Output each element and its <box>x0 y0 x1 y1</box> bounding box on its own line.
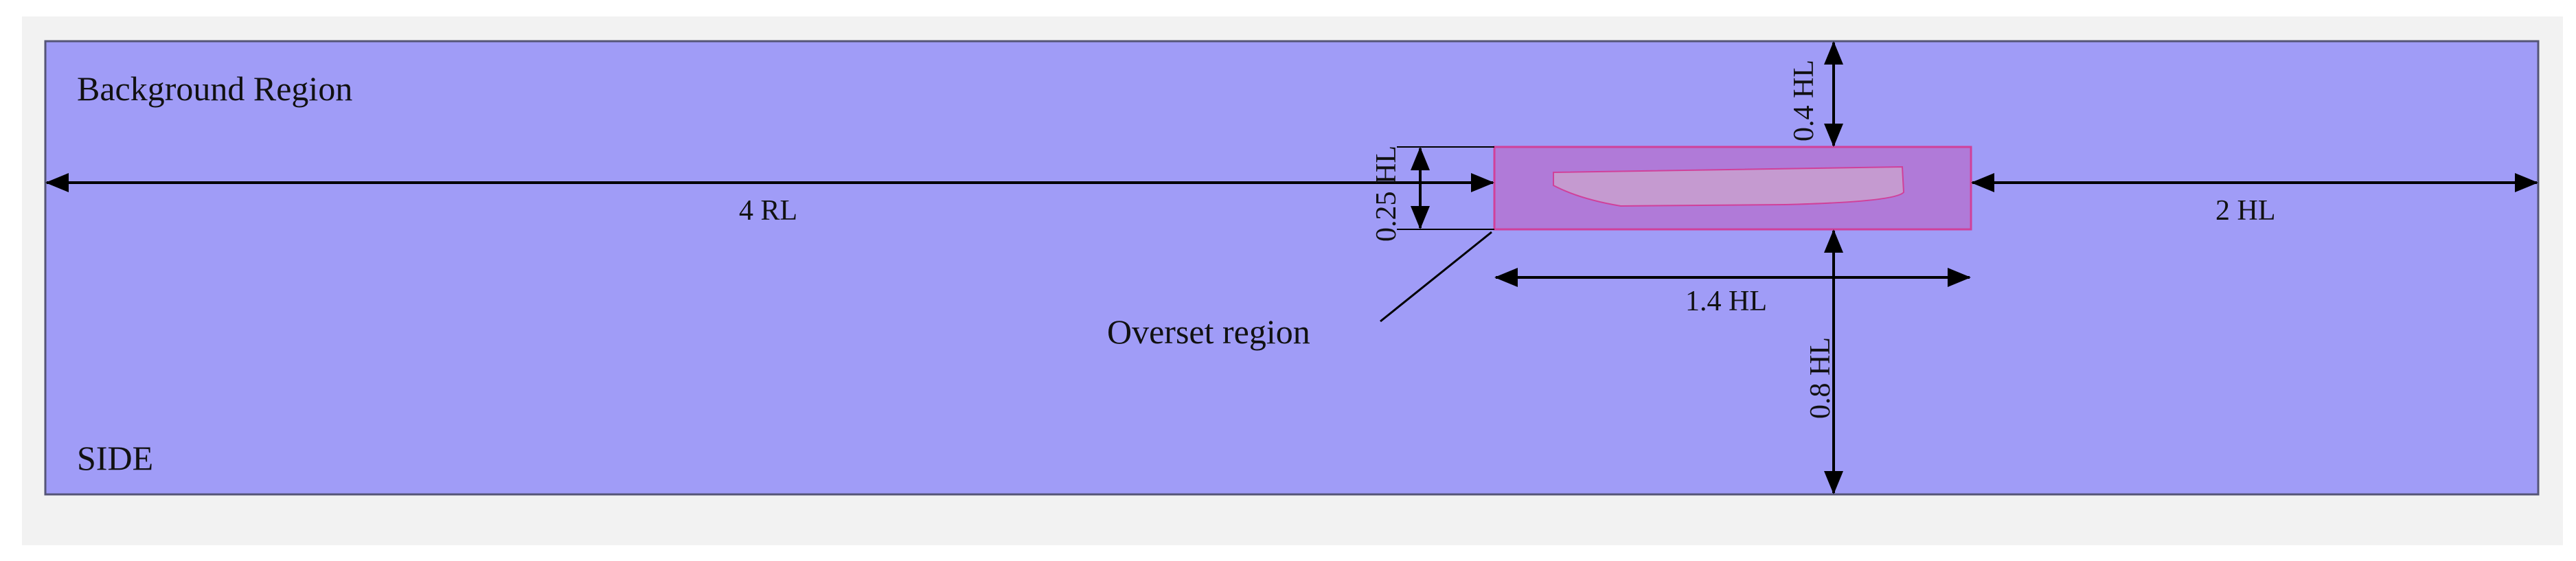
overset-region-label: Overset region <box>1107 312 1310 351</box>
hull-shape <box>1553 165 1905 207</box>
side-view-label: SIDE <box>77 439 153 477</box>
background-region <box>44 40 2540 496</box>
overset-height-label: 0.25 HL <box>1371 146 1402 242</box>
overset-length-label: 1.4 HL <box>1685 286 1767 317</box>
background-region-label: Background Region <box>77 69 352 108</box>
upstream-dimension-label: 4 RL <box>739 195 797 227</box>
bottom-clearance-label: 0.8 HL <box>1805 337 1836 419</box>
top-clearance-label: 0.4 HL <box>1788 60 1820 141</box>
downstream-dimension-label: 2 HL <box>2215 195 2276 227</box>
overset-leader-line <box>1380 231 1492 323</box>
